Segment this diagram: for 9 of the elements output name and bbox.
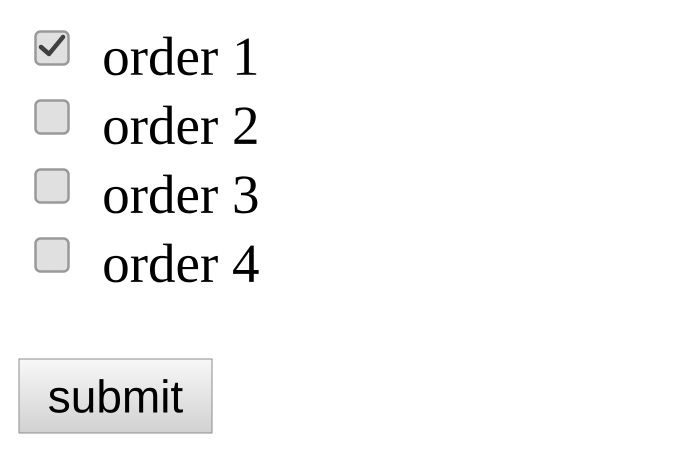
- checkbox-label: order 1: [104, 36, 256, 76]
- checkbox-label: order 2: [104, 106, 256, 144]
- checkbox: [34, 237, 70, 273]
- checkbox: [34, 99, 70, 135]
- checkbox-label: order 4: [104, 244, 259, 282]
- checkbox: [34, 30, 70, 66]
- checkbox: [34, 168, 70, 204]
- checkbox-label: order 3: [104, 174, 258, 214]
- submit-button: submit: [18, 358, 212, 434]
